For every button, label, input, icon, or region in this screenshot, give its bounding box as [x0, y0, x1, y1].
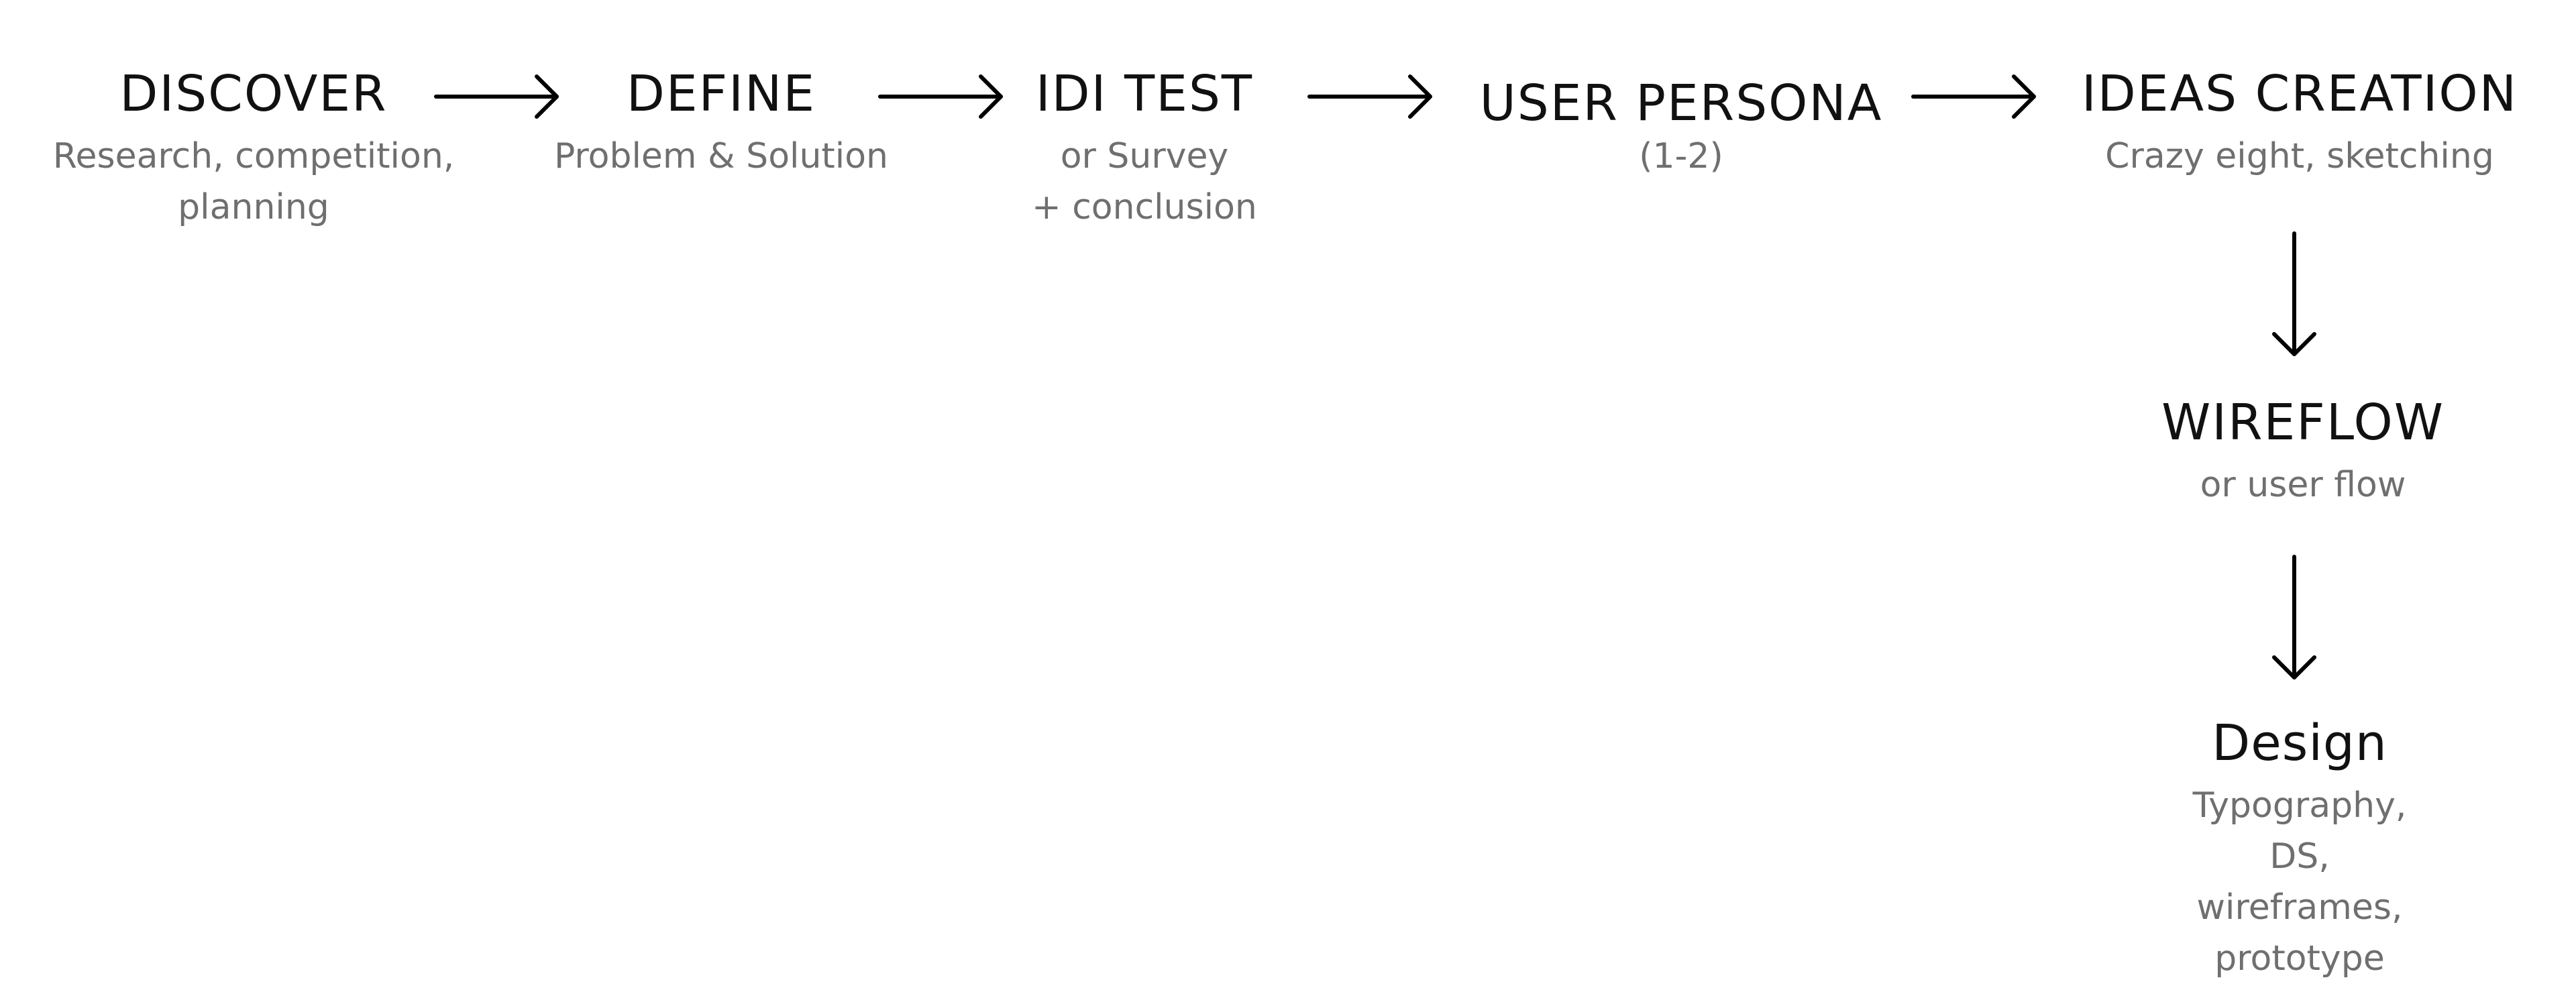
arrow-idi-test-to-user-persona: [1307, 74, 1432, 119]
step-title: IDI TEST: [1035, 65, 1254, 123]
step-title: DEFINE: [626, 65, 816, 123]
step-description: Research, competition, planning: [52, 136, 455, 228]
step-user-persona: USER PERSONA (1-2): [1480, 76, 1883, 182]
step-idi-test: IDI TEST or Survey + conclusion: [1032, 65, 1257, 233]
arrow-define-to-idi-test: [878, 74, 1003, 119]
arrow-ideas-creation-to-wireflow: [2272, 231, 2316, 356]
arrow-wireflow-to-design: [2272, 555, 2316, 679]
step-description: (1-2): [1639, 136, 1723, 177]
step-define: DEFINE Problem & Solution: [553, 65, 889, 182]
arrow-user-persona-to-ideas-creation: [1911, 74, 2036, 119]
step-design: Design Typography, DS, wireframes, proto…: [2161, 716, 2438, 984]
step-title: Design: [2212, 714, 2387, 772]
step-title: WIREFLOW: [2161, 394, 2445, 451]
step-title: IDEAS CREATION: [2081, 65, 2518, 123]
step-description: Typography, DS, wireframes, prototype: [2192, 785, 2407, 979]
step-description: or user flow: [2200, 465, 2406, 506]
step-wireflow: WIREFLOW or user flow: [2161, 394, 2445, 510]
step-description: or Survey + conclusion: [1032, 136, 1257, 228]
step-description: Crazy eight, sketching: [2105, 136, 2494, 177]
step-title: DISCOVER: [119, 65, 388, 123]
step-ideas-creation: IDEAS CREATION Crazy eight, sketching: [2081, 65, 2518, 182]
step-title: USER PERSONA: [1479, 74, 1883, 132]
arrow-discover-to-define: [434, 74, 559, 119]
step-description: Problem & Solution: [553, 136, 889, 177]
flow-arrows: [434, 74, 2316, 679]
step-discover: DISCOVER Research, competition, planning: [52, 65, 455, 233]
